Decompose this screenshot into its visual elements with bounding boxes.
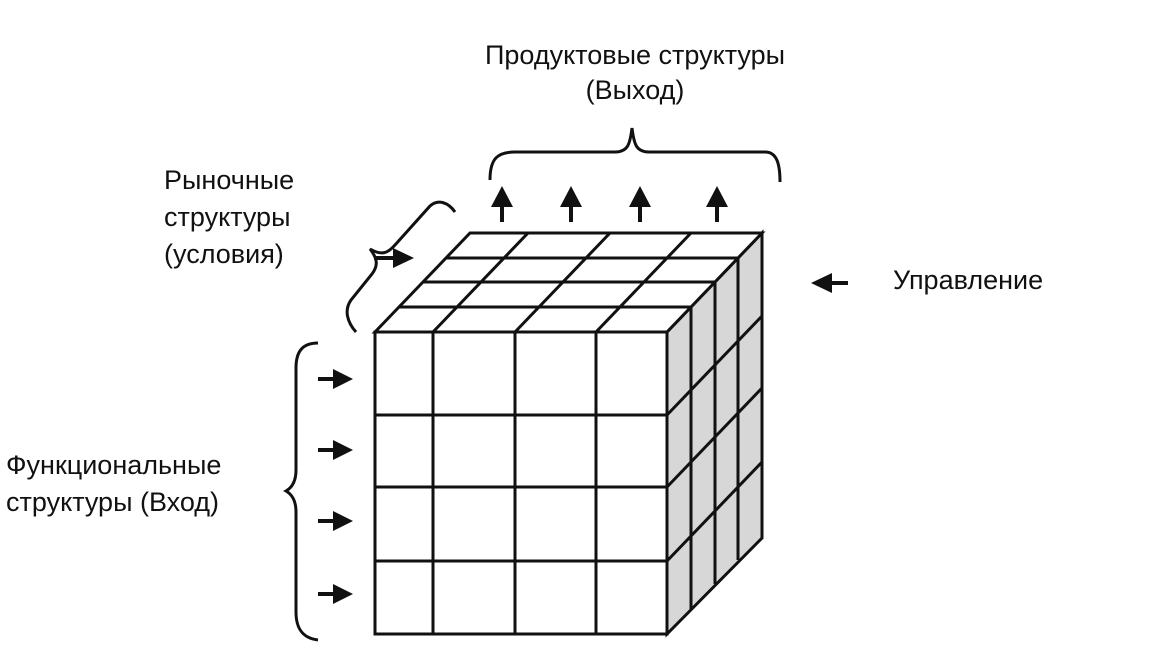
right-arrow-icon xyxy=(318,584,353,604)
functional-structures-label-line1: Функциональные xyxy=(6,450,222,480)
up-arrow-icon xyxy=(629,186,651,222)
market-input-arrow-icon xyxy=(374,248,414,268)
up-arrow-icon xyxy=(560,186,582,222)
up-arrow-icon xyxy=(706,186,728,222)
product-output-label: (Выход) xyxy=(585,75,685,105)
top-face-grid xyxy=(399,231,738,334)
side-hline-2 xyxy=(665,386,764,489)
functional-brace xyxy=(282,341,319,642)
market-brace xyxy=(345,200,457,334)
input-arrows xyxy=(318,369,353,604)
side-hline-3 xyxy=(665,460,764,563)
market-structures-label-line2: структуры xyxy=(164,202,291,232)
right-arrow-icon xyxy=(318,511,353,531)
right-arrow-icon xyxy=(318,369,353,389)
side-face-grid xyxy=(665,258,764,609)
front-face-grid xyxy=(375,332,667,634)
side-hline-1 xyxy=(665,314,764,417)
product-structures-label: Продуктовые структуры xyxy=(484,40,786,70)
market-structures-label-line1: Рыночные xyxy=(164,165,295,195)
functional-structures-input-label: структуры (Вход) xyxy=(6,487,220,517)
up-arrow-icon xyxy=(491,186,513,222)
market-conditions-label: (условия) xyxy=(164,239,284,269)
control-label: Управление xyxy=(893,265,1044,295)
right-arrow-icon xyxy=(318,440,353,460)
output-arrows xyxy=(491,186,728,222)
cube-front-face xyxy=(373,330,669,636)
output-brace xyxy=(488,127,782,183)
control-arrow-icon xyxy=(811,273,848,293)
